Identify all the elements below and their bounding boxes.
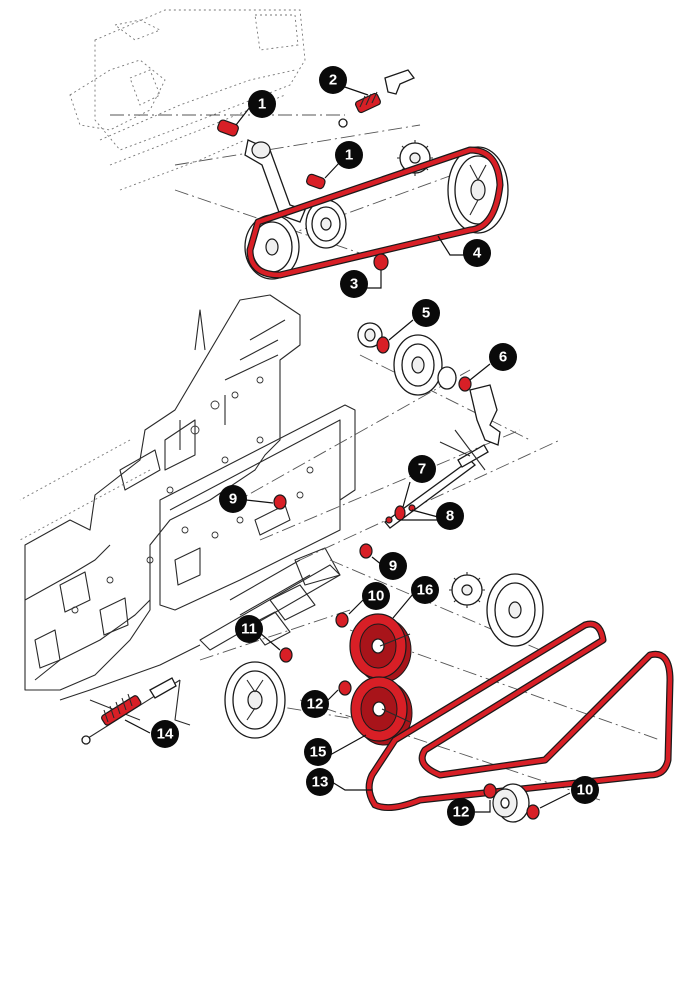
upper-bushing-3 xyxy=(373,253,389,271)
svg-text:6: 6 xyxy=(499,349,507,366)
callout-15: 15 xyxy=(304,738,332,766)
red-pulley-15 xyxy=(350,676,413,746)
upper-leaders xyxy=(235,83,470,289)
svg-text:11: 11 xyxy=(241,621,257,638)
callout-7: 7 xyxy=(408,455,436,483)
svg-text:7: 7 xyxy=(418,461,426,478)
bottom-idler-group xyxy=(483,783,540,823)
lower-sprocket xyxy=(449,572,485,608)
lower-left-pulley xyxy=(224,661,286,739)
callout-12a: 12 xyxy=(301,690,329,718)
svg-text:10: 10 xyxy=(577,782,594,799)
callout-10a: 10 xyxy=(362,582,390,610)
frame-holes xyxy=(71,376,314,614)
callout-3: 3 xyxy=(340,270,368,298)
svg-text:8: 8 xyxy=(446,508,454,525)
callout-8: 8 xyxy=(436,502,464,530)
red-pulley-16 xyxy=(349,613,412,683)
svg-text:10: 10 xyxy=(368,588,385,605)
shaft-7-8 xyxy=(384,429,489,529)
callout-6: 6 xyxy=(489,343,517,371)
tension-spring-14 xyxy=(81,677,181,745)
lower-right-pulley xyxy=(486,573,544,647)
callout-9a: 9 xyxy=(219,485,247,513)
svg-text:1: 1 xyxy=(258,96,266,113)
svg-text:16: 16 xyxy=(417,582,434,599)
callout-16: 16 xyxy=(411,576,439,604)
callout-12b: 12 xyxy=(447,798,475,826)
svg-text:14: 14 xyxy=(157,726,174,743)
svg-text:2: 2 xyxy=(329,72,337,89)
callout-4: 4 xyxy=(463,239,491,267)
bushing-11 xyxy=(279,647,293,663)
bushing-9a xyxy=(273,494,287,510)
main-frame-outline xyxy=(19,294,356,726)
svg-text:13: 13 xyxy=(312,774,329,791)
upper-housing-outline xyxy=(69,9,306,191)
callout-14: 14 xyxy=(151,720,179,748)
bushing-10a xyxy=(335,612,349,628)
callout-1b: 1 xyxy=(335,141,363,169)
svg-text:3: 3 xyxy=(350,276,358,293)
upper-bushing-1b xyxy=(306,173,326,190)
svg-text:15: 15 xyxy=(310,744,327,761)
svg-text:9: 9 xyxy=(229,491,237,508)
bushing-12a xyxy=(338,680,352,696)
svg-text:4: 4 xyxy=(473,245,482,262)
upper-drive-belt xyxy=(246,146,504,279)
upper-idler-arm xyxy=(244,139,306,223)
upper-spring-2 xyxy=(338,69,416,128)
callout-11: 11 xyxy=(235,615,263,643)
svg-text:5: 5 xyxy=(422,305,430,322)
callout-9b: 9 xyxy=(379,552,407,580)
callout-5: 5 xyxy=(412,299,440,327)
lower-leaders xyxy=(124,319,571,813)
upper-bushing-1a xyxy=(217,119,239,137)
callout-2: 2 xyxy=(319,66,347,94)
svg-text:12: 12 xyxy=(453,804,470,821)
svg-text:9: 9 xyxy=(389,558,397,575)
callout-10b: 10 xyxy=(571,776,599,804)
svg-text:12: 12 xyxy=(307,696,324,713)
upper-idler-pulley xyxy=(305,199,347,249)
svg-text:1: 1 xyxy=(345,147,353,164)
lower-drive-belt-13 xyxy=(365,620,674,812)
pulley-group-5 xyxy=(357,322,501,446)
bushing-9b xyxy=(359,543,373,559)
callout-13: 13 xyxy=(306,768,334,796)
callout-1a: 1 xyxy=(248,90,276,118)
